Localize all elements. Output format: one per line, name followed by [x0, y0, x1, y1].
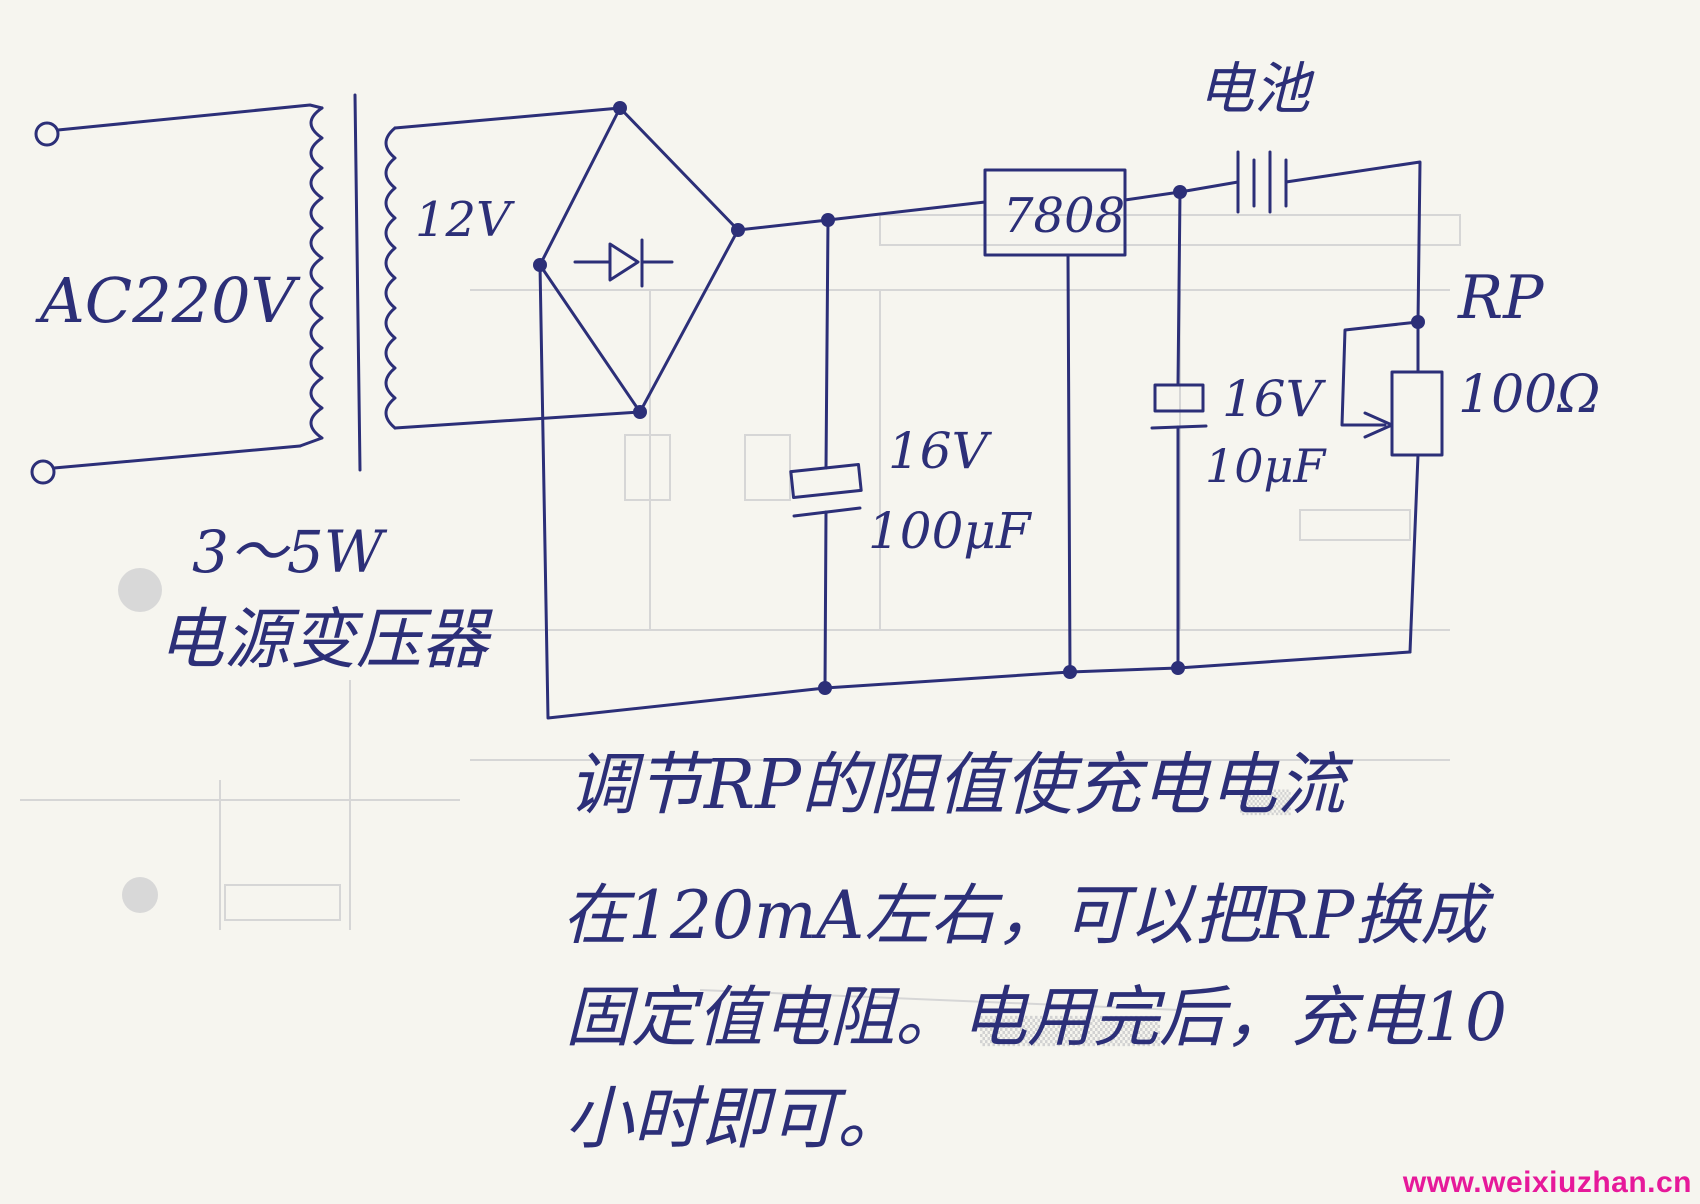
ac-terminal-top	[34, 121, 60, 147]
wire-primary-top	[56, 103, 324, 132]
transformer-primary-coil	[298, 106, 324, 448]
label-battery: 电池	[1198, 57, 1315, 122]
potentiometer-rp	[1340, 315, 1444, 654]
wire-secondary-top	[393, 106, 622, 130]
label-c2-voltage: 16V	[1222, 370, 1327, 428]
svg-text:▒▒▒: ▒▒▒	[1240, 789, 1292, 816]
note-line-1: 调节RP的阻值使充电电流	[568, 746, 1354, 825]
label-c1-capacitance: 100μF	[868, 502, 1033, 560]
output-capacitor-c2	[1150, 190, 1208, 670]
bridge-diode-symbol	[573, 238, 674, 288]
note-line-2: 在120mA左右，可以把RP换成	[562, 877, 1494, 954]
label-ac-input: AC220V	[35, 264, 302, 337]
svg-text:▒▒▒▒▒▒▒▒▒: ▒▒▒▒▒▒▒▒▒	[980, 1015, 1160, 1047]
background-bleed-through: ▒▒▒▒▒▒▒▒▒ ▒▒▒	[20, 214, 1461, 1047]
transformer-secondary-coil	[384, 126, 397, 430]
label-c2-capacitance: 10μF	[1205, 439, 1327, 493]
filter-capacitor-c1	[789, 218, 863, 690]
label-transformer-power: 3～5W	[192, 518, 388, 586]
ac-terminal-bottom	[30, 459, 56, 485]
label-regulator: 7808	[1003, 188, 1125, 244]
battery-symbol	[1178, 150, 1422, 324]
wire-regulator-ground	[1066, 253, 1072, 674]
transformer-core	[353, 93, 362, 472]
site-watermark: www.weixiuzhan.cn	[1402, 1166, 1692, 1199]
label-secondary-voltage: 12V	[415, 192, 515, 248]
label-transformer-name: 电源变压器	[158, 601, 493, 678]
note-line-4: 小时即可。	[565, 1080, 905, 1159]
wire-ground-rail	[538, 263, 1412, 720]
label-rp-name: RP	[1457, 263, 1545, 333]
regulator-7808	[983, 168, 1127, 257]
label-c1-voltage: 16V	[888, 422, 993, 480]
wire-primary-bottom	[52, 444, 302, 470]
wire-secondary-bottom	[393, 410, 642, 430]
wire-regulator-output	[1123, 190, 1182, 202]
note-line-3: 固定值电阻。电用完后，充电10	[565, 979, 1507, 1056]
label-rp-value: 100Ω	[1458, 365, 1600, 425]
bridge-rectifier	[538, 106, 740, 414]
